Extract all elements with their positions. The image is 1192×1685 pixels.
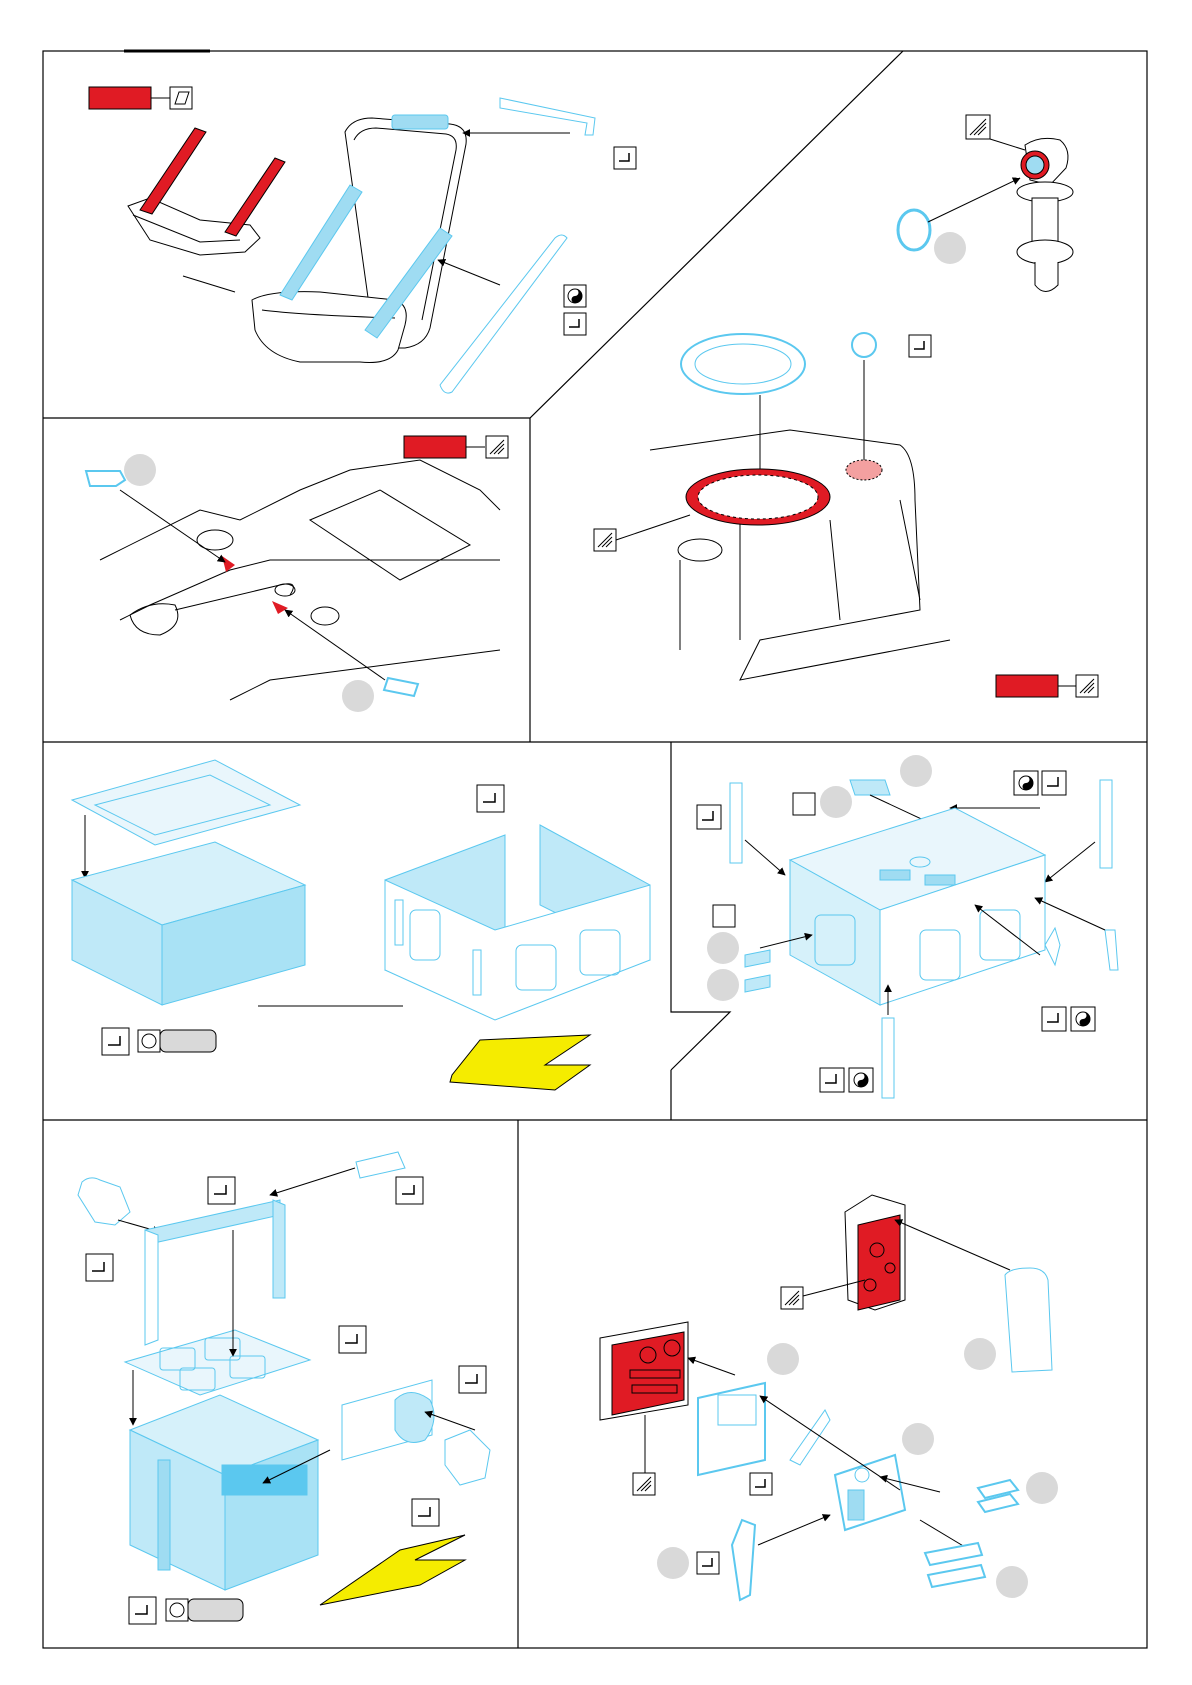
box-assembly-panel xyxy=(72,760,650,1090)
callout-bubble xyxy=(707,932,739,964)
bend-icon xyxy=(339,1326,366,1353)
pe-strap-top xyxy=(500,98,595,135)
bend-icon xyxy=(750,1473,772,1495)
callout-bubble xyxy=(902,1423,934,1455)
callout-bubble xyxy=(342,680,374,712)
remove-part-icon xyxy=(564,285,586,307)
bend-icon xyxy=(208,1177,235,1204)
pe-side-plate xyxy=(732,1520,755,1600)
bend-icon xyxy=(102,1028,129,1055)
periscope-panel xyxy=(898,115,1073,292)
pe-instrument-panel xyxy=(835,1455,905,1530)
bend-icon xyxy=(820,1068,844,1092)
bend-icon xyxy=(86,1254,113,1281)
bend-icon xyxy=(614,147,636,169)
callout-bubble xyxy=(124,454,156,486)
callout-bubble xyxy=(767,1343,799,1375)
box-detail-panel xyxy=(697,755,1118,1098)
bend-icon xyxy=(1042,1007,1066,1031)
instrument-panels-panel xyxy=(600,1195,1058,1600)
pe-hatch-ring xyxy=(681,334,805,394)
arrow-next xyxy=(450,1035,590,1090)
pe-strap-long xyxy=(440,235,567,393)
bend-icon xyxy=(1042,771,1066,795)
pe-ring xyxy=(898,210,930,250)
paint-tag xyxy=(89,87,151,109)
floor-panel xyxy=(86,436,508,712)
paint-rub-icon xyxy=(781,1287,803,1309)
photo-etch-icon xyxy=(170,87,192,109)
paint-tag xyxy=(404,436,466,458)
remove-part-icon xyxy=(1014,771,1038,795)
seat-shell xyxy=(128,128,285,255)
callout-bubble xyxy=(934,232,966,264)
pe-wheel xyxy=(445,1430,490,1485)
pe-panel-frame xyxy=(698,1383,765,1475)
replace-icon xyxy=(166,1599,243,1621)
replace-icon xyxy=(138,1030,216,1052)
pe-box-sides xyxy=(385,825,650,1020)
callout-bubble xyxy=(707,969,739,1001)
pe-bracket xyxy=(1105,930,1118,970)
paint-rub-icon xyxy=(1076,675,1098,697)
hatch-panel xyxy=(594,333,1098,697)
callout-bubble xyxy=(657,1547,689,1579)
paint-tag xyxy=(996,675,1058,697)
bend-icon xyxy=(909,335,931,357)
callout-bubble xyxy=(964,1338,996,1370)
instrument-box-lower xyxy=(600,1322,688,1420)
floor-plate xyxy=(100,460,500,700)
paint-rub-icon xyxy=(966,115,990,139)
callout-bubble xyxy=(996,1566,1028,1598)
pe-panel-upper xyxy=(1005,1268,1052,1372)
instrument-box-upper xyxy=(845,1195,905,1310)
pe-small-ring xyxy=(852,333,876,357)
bend-icon xyxy=(564,313,586,335)
callout-bubble xyxy=(820,786,852,818)
paint-rub-icon xyxy=(486,436,508,458)
arrow-next xyxy=(320,1535,465,1605)
bend-icon xyxy=(697,1552,719,1574)
remove-part-icon xyxy=(1071,1007,1095,1031)
pe-box-small xyxy=(130,1395,318,1590)
pe-frame xyxy=(125,1200,310,1395)
box-small-panel xyxy=(78,1152,490,1624)
turret-top xyxy=(650,430,950,680)
bend-icon xyxy=(477,785,504,812)
pe-hinge xyxy=(356,1152,405,1178)
callout-bubble xyxy=(900,755,932,787)
remove-part-icon xyxy=(849,1068,873,1092)
seat xyxy=(252,115,466,363)
pe-strip xyxy=(882,1018,894,1098)
pe-bracket xyxy=(1045,928,1060,965)
pe-comb xyxy=(790,1410,830,1465)
bend-icon xyxy=(459,1366,486,1393)
bend-icon xyxy=(697,805,721,829)
paint-rub-icon xyxy=(594,529,616,551)
bend-icon xyxy=(129,1597,156,1624)
pe-clip xyxy=(86,471,125,486)
callout-bubble xyxy=(1026,1472,1058,1504)
periscope xyxy=(1017,138,1073,291)
pe-strip xyxy=(1100,780,1112,868)
bend-icon xyxy=(412,1499,439,1526)
pe-clip xyxy=(384,678,418,696)
bend-icon xyxy=(396,1177,423,1204)
pe-box xyxy=(790,808,1045,1005)
pe-hinge xyxy=(78,1178,130,1225)
paint-rub-icon xyxy=(633,1473,655,1495)
pe-strip xyxy=(730,783,742,863)
seat-panel xyxy=(89,87,636,393)
